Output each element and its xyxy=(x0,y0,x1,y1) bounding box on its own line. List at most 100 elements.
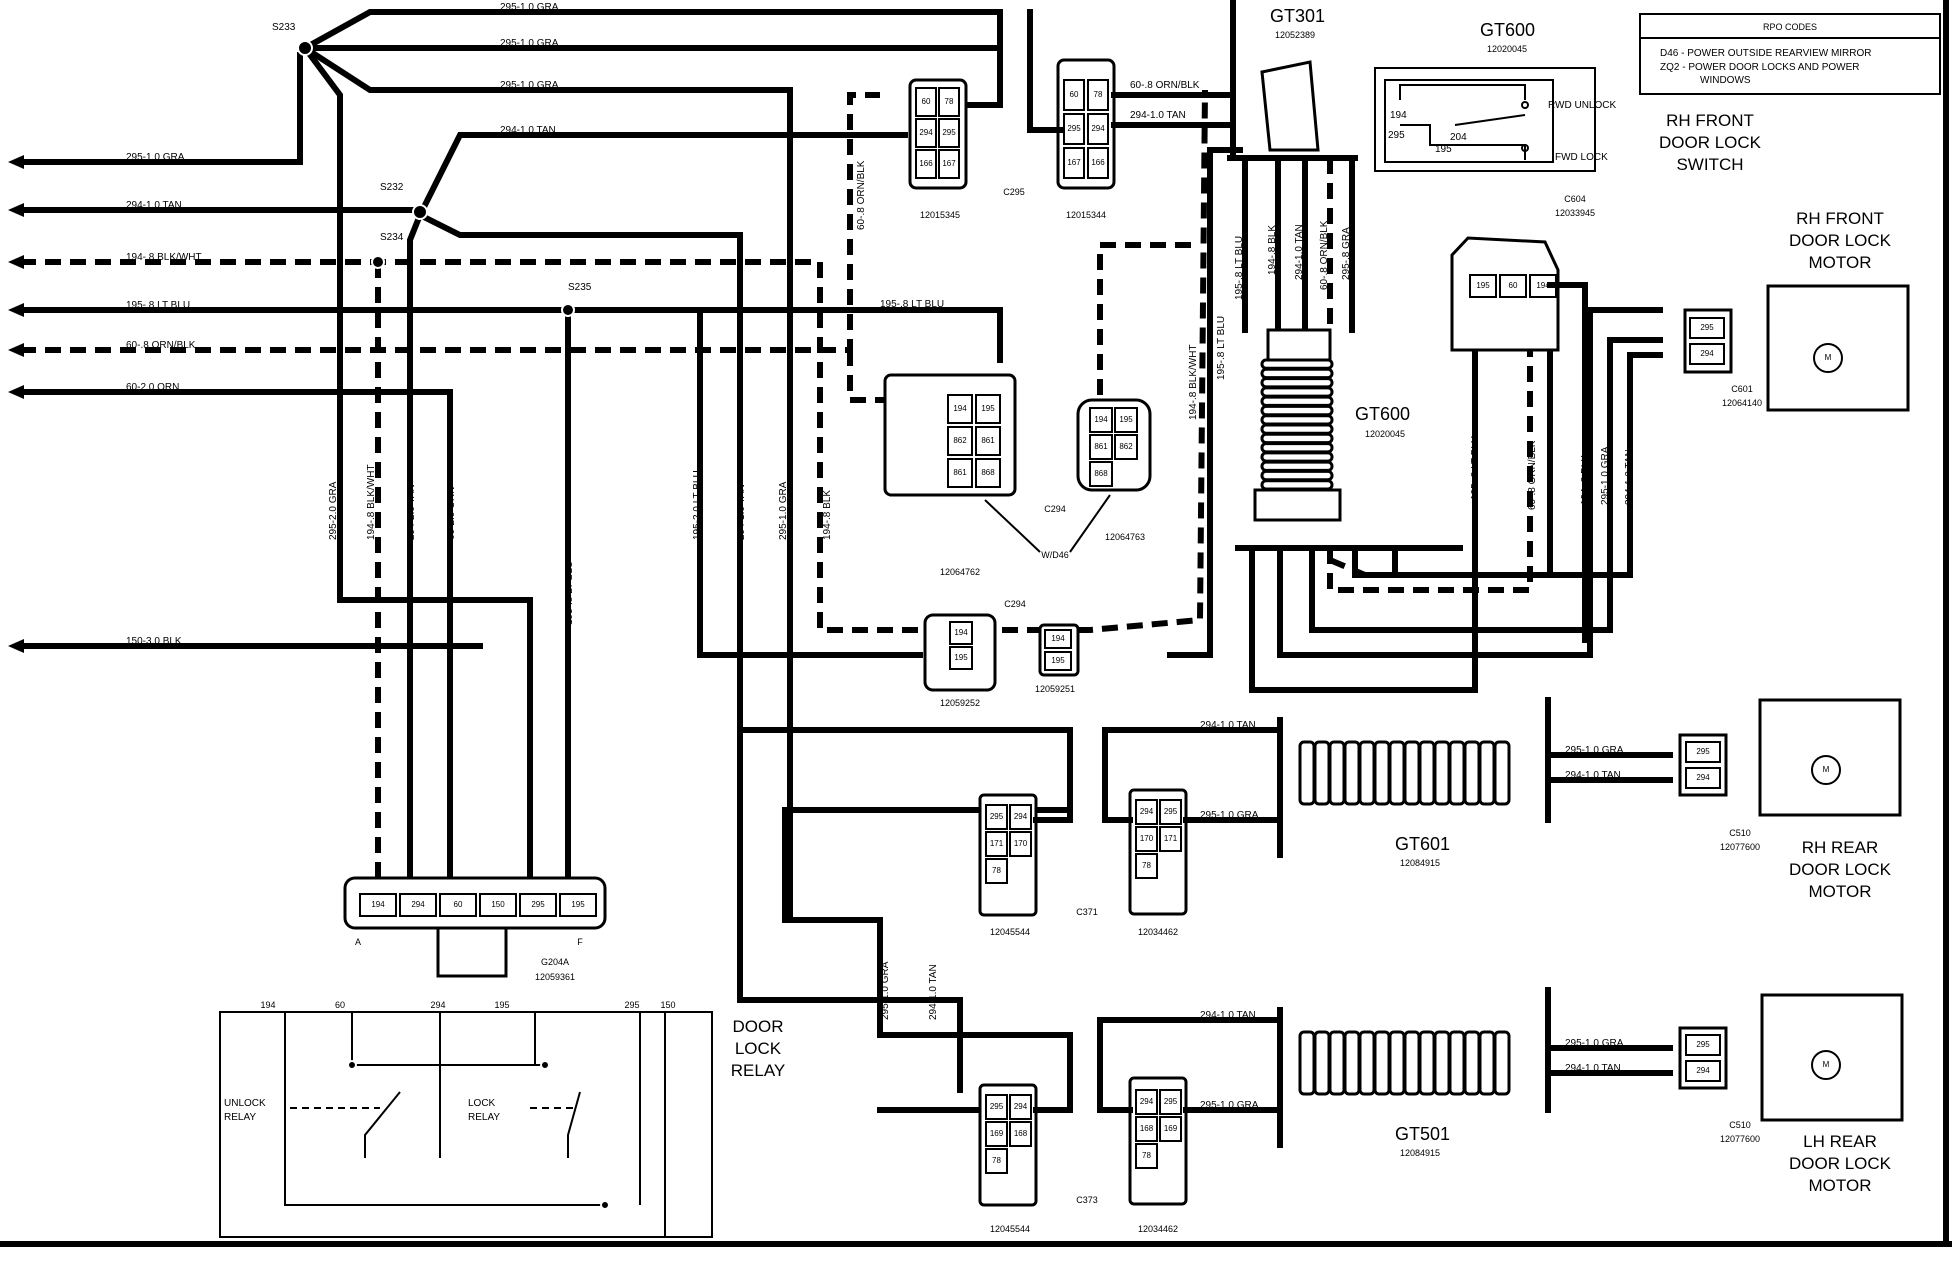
title-line: RH FRONT xyxy=(1796,209,1884,228)
pin-number: 294 xyxy=(1696,773,1710,782)
connector-id: C510 xyxy=(1729,1120,1751,1130)
motor-icon xyxy=(1811,1050,1841,1080)
boot-rib xyxy=(1343,1030,1361,1096)
boot-rib xyxy=(1260,377,1334,389)
pin-number: 169 xyxy=(990,1129,1004,1138)
part-number: 12064763 xyxy=(1105,532,1145,542)
relay-pin-label: 60 xyxy=(335,1000,345,1010)
pin-number: 194 xyxy=(953,404,967,413)
part-number: 12064140 xyxy=(1722,398,1762,408)
pin-number: 78 xyxy=(1094,90,1103,99)
rpo-codes-box: RPO CODES D46 - POWER OUTSIDE REARVIEW M… xyxy=(1639,13,1941,95)
pin-number: 60 xyxy=(922,97,931,106)
pin-cell xyxy=(1087,147,1109,179)
connector-id: C294 xyxy=(1044,504,1066,514)
wire-label: 294-1.0 TAN xyxy=(1565,1063,1621,1074)
wire-194-blk-loop xyxy=(817,89,1208,633)
pin-cell xyxy=(1685,741,1721,763)
wire-295-c373 xyxy=(787,917,963,1038)
pin-cell xyxy=(985,1121,1008,1147)
pin-cell xyxy=(975,458,1001,488)
splice-label: S234 xyxy=(380,232,404,243)
rpo-box xyxy=(1639,13,1941,95)
motor-letter: M xyxy=(1825,353,1832,362)
wire-label: 194-.8 BLK/WHT xyxy=(1188,344,1199,420)
splice-s232 xyxy=(412,204,428,220)
title-line: DOOR xyxy=(733,1017,784,1036)
wire-c373b-tan xyxy=(1097,1017,1283,1113)
pin-cell xyxy=(1135,1116,1158,1142)
motor-box xyxy=(1760,993,1904,1122)
boot-rib xyxy=(1260,423,1334,435)
wire-195-return xyxy=(1167,147,1243,658)
wire-label: 295-1.0 GRA xyxy=(880,961,891,1020)
wire-label: 294-1.0 TAN xyxy=(126,200,182,211)
relay-label: RELAY xyxy=(224,1112,256,1123)
pin-number: 295 xyxy=(1696,747,1710,756)
boot-rib xyxy=(1493,1030,1511,1096)
relay-pin-label: 195 xyxy=(494,1000,509,1010)
pin-number: 862 xyxy=(1119,442,1133,451)
pin-label: 194 xyxy=(1390,110,1407,121)
grommet-gt301: GT301 12052389 xyxy=(1227,0,1358,161)
boot-rib xyxy=(1260,414,1334,426)
pin-letter: A xyxy=(355,937,361,947)
pin-cell xyxy=(1689,343,1725,365)
title-line: MOTOR xyxy=(1809,1176,1872,1195)
pin-cell xyxy=(1159,799,1182,825)
wire-label: 295-1.0 GRA xyxy=(1565,1038,1624,1049)
wire-label: 194-.8 BLK/WHT xyxy=(126,252,202,263)
boot-rib xyxy=(1260,367,1334,380)
part-number: 12020045 xyxy=(1487,44,1527,54)
pin-cell xyxy=(915,118,937,148)
title-line: DOOR LOCK xyxy=(1789,1154,1892,1173)
pin-cell xyxy=(559,893,597,917)
part-number: 12015345 xyxy=(920,210,960,220)
pin-cell xyxy=(938,149,960,179)
wire-294-top4 xyxy=(415,132,908,220)
pin-number: 78 xyxy=(1142,1151,1151,1160)
pin-cell xyxy=(1009,1121,1032,1147)
wire-label: 60-.8 ORN/BLK xyxy=(1319,220,1330,290)
wire-label: 295-1.0 GRA xyxy=(778,481,789,540)
part-number: 12059251 xyxy=(1035,684,1075,694)
pin-number: 294 xyxy=(919,128,933,137)
grommet-label: GT601 xyxy=(1395,834,1450,854)
pin-cell xyxy=(915,87,937,117)
wire-label: 195-.8 LT BLU xyxy=(1470,436,1481,500)
switch-contact xyxy=(1454,114,1526,126)
pin-number: 294 xyxy=(1140,1097,1154,1106)
bundle-upper: 195-.8 LT BLU 194-.8 BLK 294-1.0 TAN 60-… xyxy=(1234,155,1355,333)
part-number: 12034462 xyxy=(1138,1224,1178,1234)
pin-number: 78 xyxy=(1142,861,1151,870)
pin-cell xyxy=(985,804,1008,830)
pin-number: 868 xyxy=(1094,469,1108,478)
wire-60-orn-to-c294 xyxy=(847,350,885,403)
boot-rib xyxy=(1448,740,1466,806)
boot-rib xyxy=(1260,386,1334,398)
title-line: RELAY xyxy=(731,1061,786,1080)
relay-label: LOCK xyxy=(468,1098,496,1109)
pin-number: 861 xyxy=(981,436,995,445)
pin-number: 195 xyxy=(1476,281,1490,290)
title-line: LH REAR xyxy=(1803,1132,1877,1151)
grommet-label: GT301 xyxy=(1270,6,1325,26)
boot-rib xyxy=(1418,1030,1436,1096)
pin-number: 861 xyxy=(1094,442,1108,451)
arrow-icon xyxy=(8,385,24,399)
wire-label: 60-.8 ORN/BLK xyxy=(1527,440,1538,510)
part-number: 12033945 xyxy=(1555,208,1595,218)
boot-rib xyxy=(1463,740,1481,806)
contact-dot xyxy=(1521,101,1529,109)
pin-number: 862 xyxy=(953,436,967,445)
pin-cell xyxy=(1089,434,1113,460)
wire-c604 xyxy=(1547,282,1588,643)
pin-cell xyxy=(1685,1060,1721,1082)
connector-id: G204A xyxy=(541,957,569,967)
leader-line xyxy=(1069,494,1111,553)
splice-label: S235 xyxy=(568,282,592,293)
boot-rib xyxy=(1313,1030,1331,1096)
